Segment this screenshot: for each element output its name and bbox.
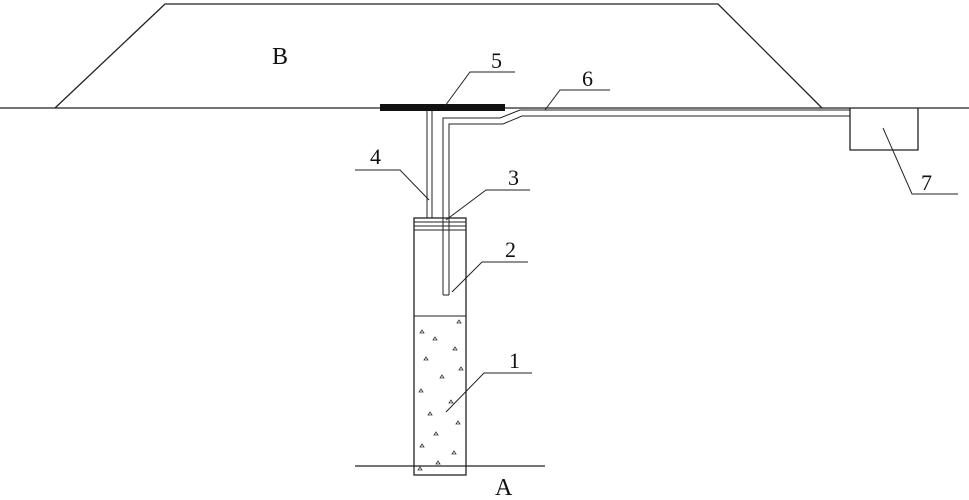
leader-2 [451,261,528,293]
label-a: A [495,475,513,500]
label-3: 3 [508,165,519,190]
leader-7 [882,127,958,195]
leader-4 [355,169,430,201]
label-1: 1 [509,348,520,373]
drain-ditch [849,108,919,151]
embankment-outline [54,3,823,109]
leader-3 [445,189,530,221]
label-6: 6 [582,66,593,91]
label-5: 5 [491,48,502,73]
label-b: B [272,44,288,70]
drain-tube-outer [442,109,850,295]
concrete-fill [417,319,464,471]
label-7: 7 [921,170,932,195]
leader-5 [444,71,515,107]
leader-6 [544,89,610,111]
drain-tube-inner [448,115,850,295]
label-2: 2 [505,237,516,262]
cap-plate [380,104,505,111]
leader-1 [445,372,532,413]
borehole-casing [413,217,467,476]
label-4: 4 [370,144,381,169]
